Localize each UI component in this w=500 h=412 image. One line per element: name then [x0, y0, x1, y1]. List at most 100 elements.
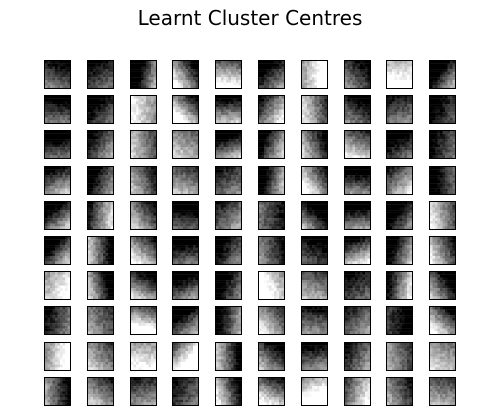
cluster-centre-image — [87, 96, 113, 124]
cluster-centre-image — [130, 272, 156, 300]
cluster-centre-tile — [86, 341, 114, 371]
cluster-centre-tile — [172, 60, 200, 89]
cluster-centre-tile — [386, 271, 414, 301]
cluster-centre-tile — [258, 306, 285, 336]
cluster-centre-tile — [300, 376, 328, 406]
cluster-centre-tile — [300, 306, 328, 336]
cluster-centre-tile — [386, 200, 414, 230]
cluster-centre-image — [45, 166, 70, 194]
cluster-centre-image — [216, 377, 242, 405]
cluster-centre-tile — [343, 130, 371, 160]
cluster-centre-image — [344, 166, 370, 194]
cluster-centre-image — [87, 131, 113, 159]
cluster-centre-image — [430, 272, 456, 300]
cluster-centre-image — [430, 201, 456, 229]
cluster-centre-tile — [258, 60, 285, 89]
cluster-centre-tile — [300, 60, 328, 89]
cluster-centre-tile — [129, 60, 157, 89]
cluster-centre-image — [173, 201, 199, 229]
cluster-centre-tile — [386, 236, 414, 265]
cluster-centre-image — [259, 96, 284, 124]
cluster-centre-tile — [172, 271, 200, 301]
cluster-centre-tile — [258, 95, 285, 125]
cluster-centre-image — [430, 166, 456, 194]
cluster-centre-tile — [86, 236, 114, 265]
cluster-centre-image — [173, 61, 199, 88]
cluster-centre-tile — [386, 341, 414, 371]
cluster-centre-image — [45, 377, 70, 405]
cluster-centre-tile — [215, 200, 243, 230]
cluster-centre-image — [387, 131, 413, 159]
cluster-centre-image — [87, 377, 113, 405]
cluster-centre-image — [173, 342, 199, 370]
cluster-centre-tile — [386, 376, 414, 406]
cluster-centre-image — [87, 237, 113, 264]
cluster-centre-tile — [172, 236, 200, 265]
cluster-centre-tile — [86, 60, 114, 89]
cluster-centre-image — [344, 342, 370, 370]
cluster-centre-tile — [215, 165, 243, 195]
cluster-centre-image — [344, 307, 370, 335]
cluster-centre-image — [430, 377, 456, 405]
cluster-centre-image — [301, 272, 327, 300]
cluster-centre-tile — [429, 271, 457, 301]
cluster-centre-image — [301, 166, 327, 194]
cluster-centre-image — [216, 307, 242, 335]
cluster-centre-tile — [386, 60, 414, 89]
cluster-centre-image — [87, 307, 113, 335]
cluster-centre-tile — [300, 130, 328, 160]
cluster-centre-tile — [44, 130, 71, 160]
cluster-centre-tile — [86, 376, 114, 406]
cluster-centre-tile — [86, 95, 114, 125]
cluster-centre-tile — [429, 376, 457, 406]
cluster-centre-image — [430, 61, 456, 88]
cluster-centre-image — [130, 166, 156, 194]
cluster-centre-tile — [86, 130, 114, 160]
cluster-centre-image — [344, 61, 370, 88]
cluster-centre-tile — [86, 165, 114, 195]
cluster-centre-tile — [258, 165, 285, 195]
cluster-centre-tile — [429, 200, 457, 230]
cluster-centre-image — [216, 61, 242, 88]
cluster-centre-image — [173, 307, 199, 335]
cluster-centre-tile — [172, 130, 200, 160]
cluster-centre-tile — [172, 341, 200, 371]
cluster-centre-tile — [258, 341, 285, 371]
cluster-centre-image — [130, 201, 156, 229]
cluster-centre-image — [45, 131, 70, 159]
cluster-centre-image — [301, 96, 327, 124]
cluster-centre-tile — [300, 200, 328, 230]
cluster-centre-image — [45, 96, 70, 124]
cluster-centre-image — [430, 237, 456, 264]
cluster-centre-image — [130, 307, 156, 335]
cluster-centre-image — [216, 272, 242, 300]
cluster-centre-image — [45, 237, 70, 264]
cluster-centre-image — [130, 342, 156, 370]
cluster-centre-tile — [429, 95, 457, 125]
cluster-centre-tile — [129, 341, 157, 371]
cluster-centre-image — [216, 237, 242, 264]
cluster-centre-image — [387, 377, 413, 405]
cluster-centre-tile — [215, 95, 243, 125]
cluster-centre-image — [301, 342, 327, 370]
cluster-centre-tile — [44, 165, 71, 195]
cluster-centre-image — [430, 131, 456, 159]
cluster-centre-image — [259, 131, 284, 159]
cluster-centre-tile — [386, 165, 414, 195]
cluster-centre-tile — [343, 236, 371, 265]
cluster-centre-tile — [129, 306, 157, 336]
cluster-centre-image — [344, 237, 370, 264]
cluster-centre-tile — [258, 271, 285, 301]
cluster-centre-tile — [129, 236, 157, 265]
cluster-centre-tile — [300, 236, 328, 265]
cluster-centre-tile — [258, 200, 285, 230]
cluster-centre-tile — [215, 130, 243, 160]
cluster-centre-image — [430, 96, 456, 124]
cluster-centre-image — [173, 272, 199, 300]
cluster-centre-tile — [44, 95, 71, 125]
cluster-centre-tile — [129, 165, 157, 195]
cluster-centre-image — [344, 377, 370, 405]
cluster-centre-tile — [343, 376, 371, 406]
cluster-centre-tile — [172, 376, 200, 406]
